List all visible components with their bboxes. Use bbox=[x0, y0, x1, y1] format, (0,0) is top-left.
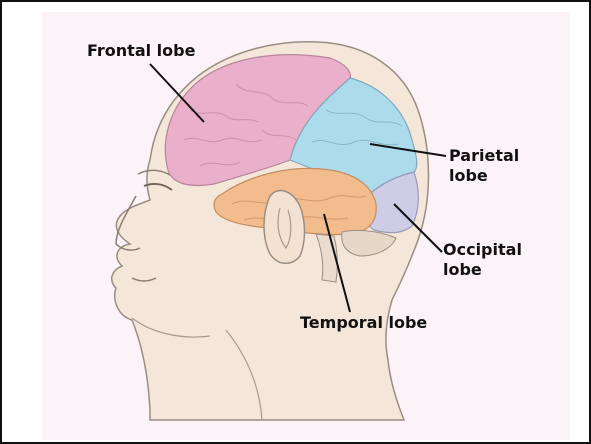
label-occipital-lobe: Occipital lobe bbox=[443, 240, 522, 280]
label-occipital-line-2: lobe bbox=[443, 260, 522, 280]
label-parietal-lobe: Parietal lobe bbox=[449, 146, 519, 186]
label-parietal-line-2: lobe bbox=[449, 166, 519, 186]
label-occipital-line-1: Occipital bbox=[443, 240, 522, 260]
label-frontal-lobe: Frontal lobe bbox=[87, 41, 195, 61]
label-temporal-lobe: Temporal lobe bbox=[300, 313, 427, 333]
label-parietal-line-1: Parietal bbox=[449, 146, 519, 166]
